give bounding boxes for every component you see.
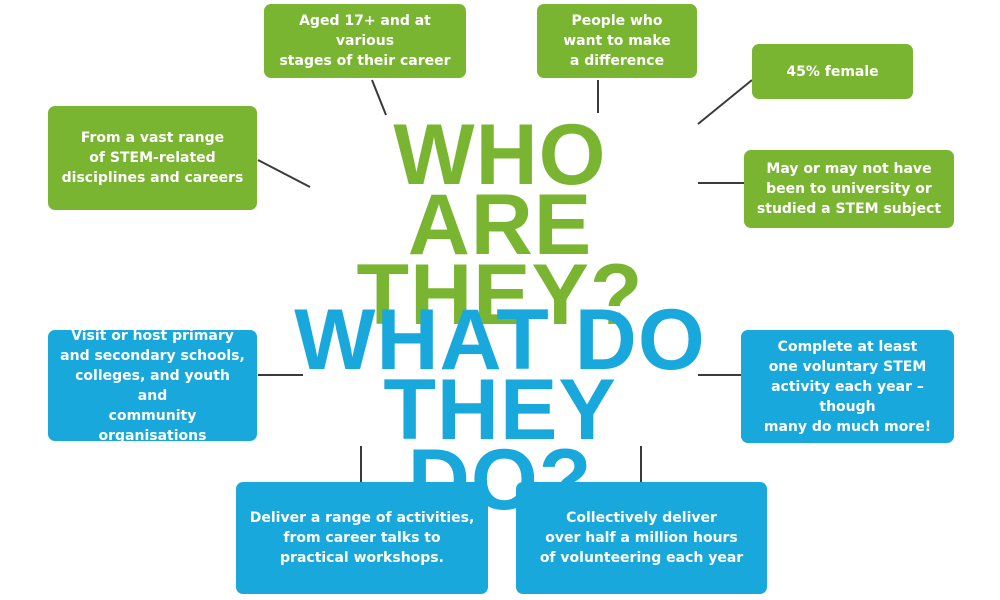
connector-disciplines — [257, 159, 311, 188]
box-university: May or may not have been to university o… — [744, 150, 954, 228]
what-do-they-do-title: WHAT DO THEY DO? — [294, 292, 706, 528]
box-schools: Visit or host primary and secondary scho… — [48, 328, 257, 444]
box-activity: Complete at least one voluntary STEM act… — [741, 330, 954, 443]
who-are-they-title: WHO ARE THEY? — [356, 107, 644, 343]
connector-female — [697, 79, 753, 125]
box-female: 45% female — [752, 44, 913, 99]
connector-age — [371, 79, 387, 116]
box-deliver: Deliver a range of activities, from care… — [236, 482, 488, 594]
box-difference: People who want to make a difference — [537, 4, 697, 78]
box-age: Aged 17+ and at various stages of their … — [264, 4, 466, 78]
box-disciplines: From a vast range of STEM-related discip… — [48, 106, 257, 210]
box-hours: Collectively deliver over half a million… — [516, 482, 767, 594]
